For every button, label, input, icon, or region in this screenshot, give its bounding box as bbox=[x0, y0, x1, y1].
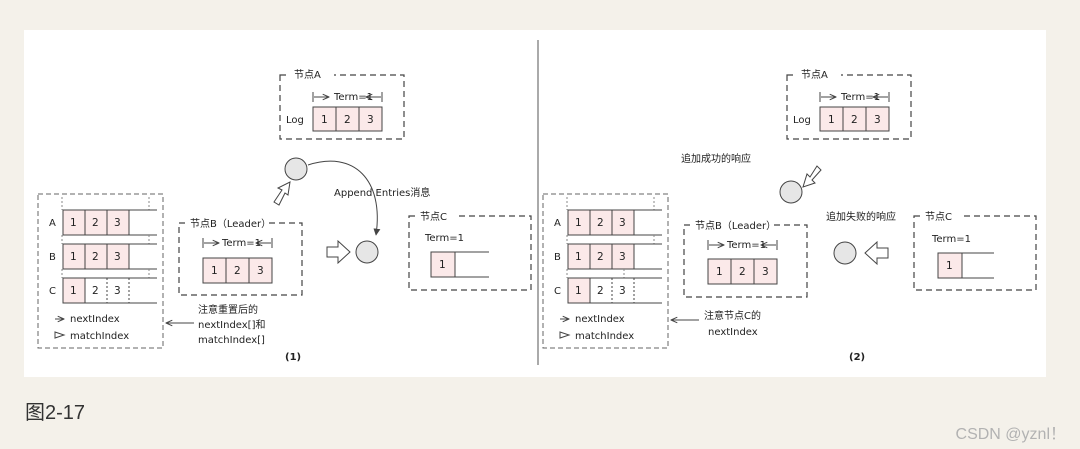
panel-label: (1) bbox=[285, 352, 301, 363]
table-cell: 1 bbox=[70, 251, 77, 263]
fail-label: 追加失败的响应 bbox=[826, 210, 896, 223]
node-c-title: 节点C bbox=[420, 211, 447, 223]
panel-label: (2) bbox=[849, 352, 865, 363]
message-circle bbox=[284, 157, 308, 181]
table-cell: 2 bbox=[597, 285, 604, 297]
node-a-cell: 3 bbox=[874, 114, 881, 126]
table-cell: 2 bbox=[92, 251, 99, 263]
node-a-log-label: Log bbox=[286, 115, 304, 126]
table-cell: 1 bbox=[70, 285, 77, 297]
node-b-title: 节点B（Leader） bbox=[190, 218, 271, 230]
node-a-title: 节点A bbox=[294, 69, 321, 81]
node-a-log-label: Log bbox=[793, 115, 811, 126]
hollow-arrow bbox=[802, 165, 822, 188]
row-label: A bbox=[49, 218, 56, 229]
node-a-cell: 1 bbox=[321, 114, 328, 126]
legend-match: matchIndex bbox=[70, 331, 129, 342]
legend-next: nextIndex bbox=[575, 314, 625, 325]
node-b-cell: 1 bbox=[716, 266, 723, 278]
node-c-term: Term=1 bbox=[931, 234, 971, 245]
diagram-canvas: 节点A Term=1 Log 1 2 3 Append Entries消息 节点… bbox=[24, 30, 1046, 377]
hollow-arrow bbox=[864, 240, 889, 266]
note-line: matchIndex[] bbox=[198, 335, 265, 346]
node-b-term: Term=1 bbox=[221, 238, 261, 249]
diagram-svg: 节点A Term=1 Log 1 2 3 Append Entries消息 节点… bbox=[37, 40, 1037, 365]
hollow-arrow bbox=[326, 239, 351, 265]
node-a-cell: 1 bbox=[828, 114, 835, 126]
node-b-cell: 2 bbox=[234, 265, 241, 277]
node-c-term: Term=1 bbox=[424, 233, 464, 244]
node-c-cell: 1 bbox=[946, 260, 953, 272]
node-b-term: Term=1 bbox=[726, 240, 766, 251]
table-cell: 3 bbox=[619, 285, 626, 297]
success-label: 追加成功的响应 bbox=[681, 152, 751, 165]
note-line: 注意重置后的 bbox=[198, 303, 258, 316]
table-cell: 3 bbox=[619, 251, 626, 263]
table-cell: 1 bbox=[70, 217, 77, 229]
node-a-cell: 2 bbox=[851, 114, 858, 126]
table-cell: 3 bbox=[114, 251, 121, 263]
node-b-box: 节点B（Leader） Term=1 1 2 3 bbox=[683, 218, 808, 298]
table-cell: 1 bbox=[575, 285, 582, 297]
append-label: Append Entries消息 bbox=[334, 186, 430, 199]
table-cell: 1 bbox=[575, 217, 582, 229]
row-label: B bbox=[49, 252, 56, 263]
table-cell: 2 bbox=[597, 251, 604, 263]
node-b-cell: 1 bbox=[211, 265, 218, 277]
note-line: 注意节点C的 bbox=[704, 309, 761, 322]
watermark: CSDN @yznl！ bbox=[955, 426, 1066, 443]
node-b-cell: 3 bbox=[762, 266, 769, 278]
table-cell: 2 bbox=[92, 285, 99, 297]
node-b-title: 节点B（Leader） bbox=[695, 220, 776, 232]
node-a-title: 节点A bbox=[801, 69, 828, 81]
node-a-term: Term=1 bbox=[840, 92, 880, 103]
node-a-cell: 2 bbox=[344, 114, 351, 126]
response-circle bbox=[779, 180, 803, 204]
note-line: nextIndex[]和 bbox=[198, 319, 266, 331]
table-cell: 3 bbox=[114, 217, 121, 229]
panel-1: 节点A Term=1 Log 1 2 3 Append Entries消息 节点… bbox=[37, 68, 532, 363]
table-cell: 2 bbox=[597, 217, 604, 229]
append-curve bbox=[307, 160, 381, 236]
node-a-term: Term=1 bbox=[333, 92, 373, 103]
panel-2: 节点A Term=1 Log 1 2 3 追加成功的响应 追加失败的响应 节点B… bbox=[542, 68, 1037, 363]
node-a-cell: 3 bbox=[367, 114, 374, 126]
message-circle bbox=[355, 240, 379, 264]
row-label: C bbox=[554, 286, 561, 297]
table-cell: 2 bbox=[92, 217, 99, 229]
row-label: C bbox=[49, 286, 56, 297]
leader-index-table: A 1 2 3 B 1 2 3 C bbox=[542, 193, 669, 349]
legend-next: nextIndex bbox=[70, 314, 120, 325]
leader-index-table: A 1 2 3 B 1 2 3 C bbox=[37, 193, 164, 349]
row-label: A bbox=[554, 218, 561, 229]
node-a-box: 节点A Term=1 Log 1 2 3 bbox=[279, 68, 405, 140]
node-a-box: 节点A Term=1 Log 1 2 3 bbox=[786, 68, 912, 140]
node-c-box: 节点C Term=1 1 bbox=[913, 210, 1037, 291]
legend-match: matchIndex bbox=[575, 331, 634, 342]
node-b-cell: 2 bbox=[739, 266, 746, 278]
node-c-title: 节点C bbox=[925, 211, 952, 223]
node-b-cell: 3 bbox=[257, 265, 264, 277]
node-b-box: 节点B（Leader） Term=1 1 2 3 bbox=[178, 216, 303, 296]
table-cell: 1 bbox=[575, 251, 582, 263]
table-cell: 3 bbox=[114, 285, 121, 297]
figure-caption: 图2-17 bbox=[25, 402, 86, 424]
response-circle bbox=[833, 241, 857, 265]
node-c-cell: 1 bbox=[439, 259, 446, 271]
row-label: B bbox=[554, 252, 561, 263]
table-cell: 3 bbox=[619, 217, 626, 229]
hollow-arrow bbox=[273, 181, 291, 206]
node-c-box: 节点C Term=1 1 bbox=[408, 210, 532, 291]
note-line: nextIndex bbox=[708, 327, 758, 338]
